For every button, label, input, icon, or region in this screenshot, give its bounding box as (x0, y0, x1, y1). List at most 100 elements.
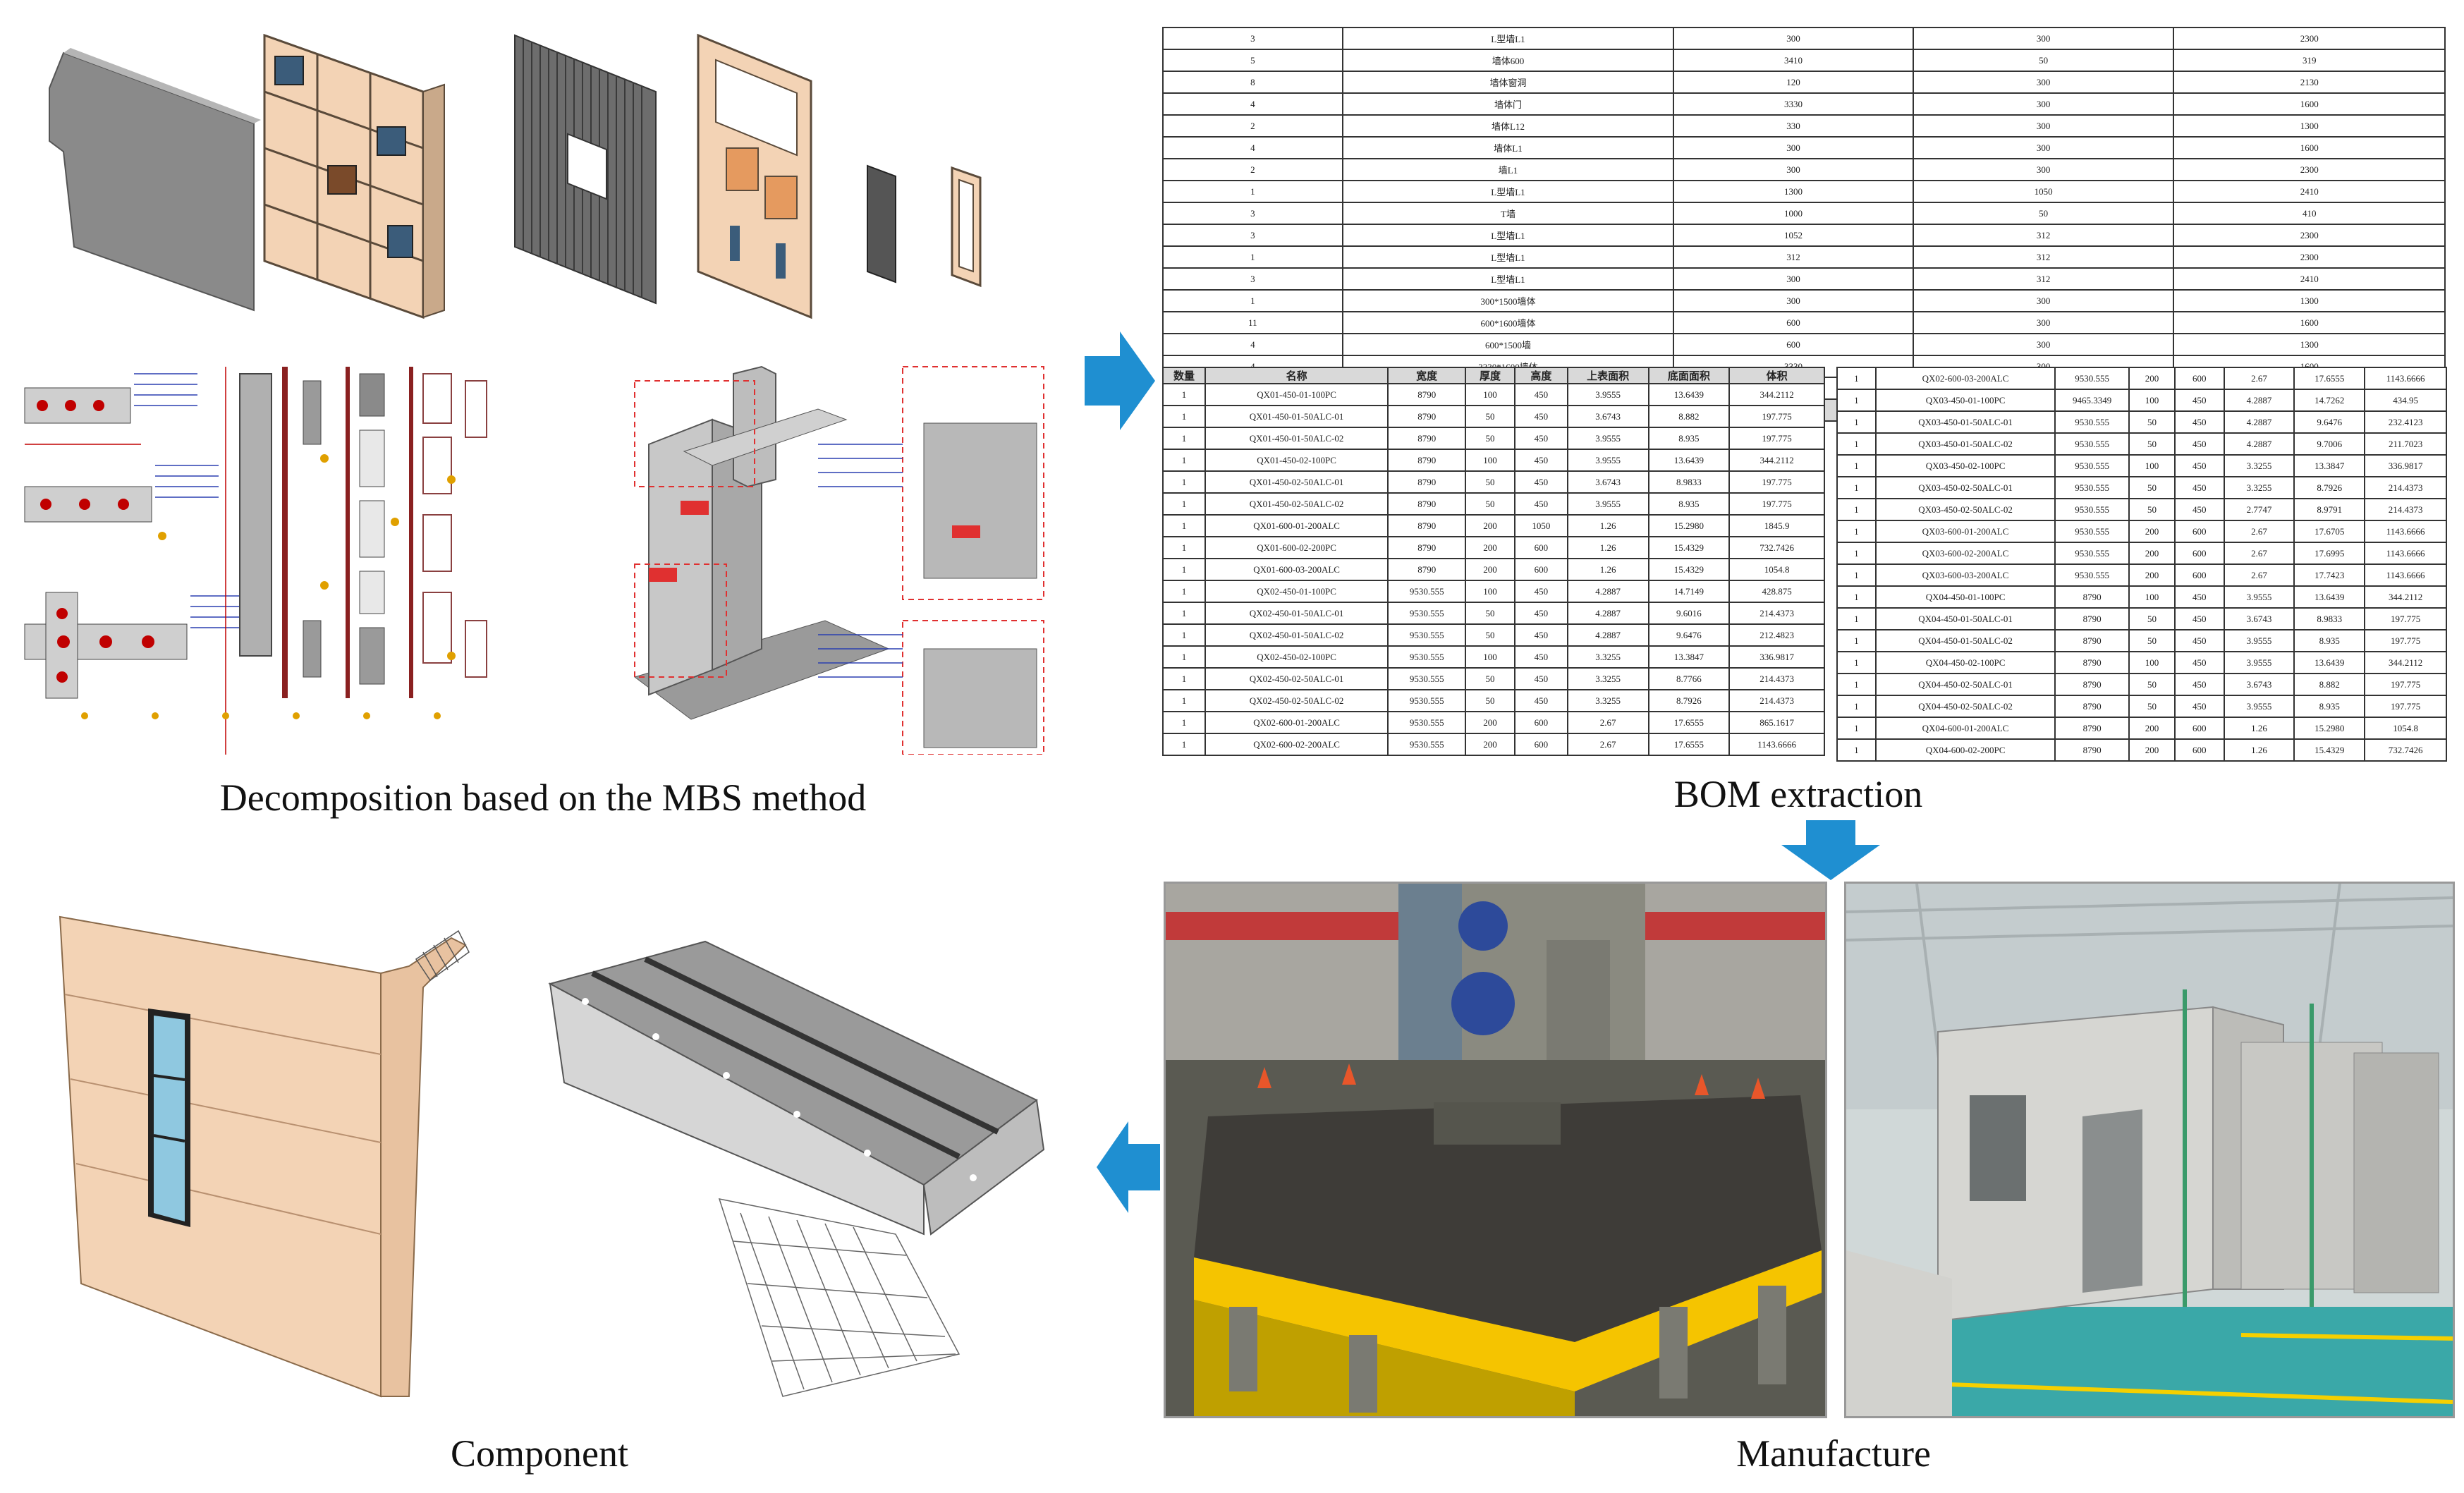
table-header-cell: 上表面积 (1566, 367, 1649, 384)
table-cell: 600 (1513, 536, 1568, 559)
table-cell: 8.882 (1647, 405, 1731, 428)
table-cell: QX02-600-01-200ALC (1204, 711, 1389, 734)
table-cell: 1 (1162, 449, 1206, 472)
table-cell: 300 (1673, 289, 1914, 312)
table-cell: 17.6555 (1647, 711, 1731, 734)
table-header-cell: 名称 (1204, 367, 1389, 384)
table-cell: QX01-450-01-100PC (1204, 383, 1389, 406)
table-cell: 1 (1162, 536, 1206, 559)
table-cell: 732.7426 (2364, 738, 2447, 762)
table-cell: 2300 (2173, 158, 2446, 181)
table-cell: 300 (1912, 311, 2175, 334)
table-cell: 50 (1465, 602, 1515, 625)
table-cell: 3.9555 (2223, 651, 2295, 674)
table-cell: 9530.555 (1387, 623, 1467, 647)
table-cell: 50 (2128, 695, 2176, 718)
table-cell: 13.6439 (1647, 383, 1731, 406)
table-cell: 2 (1162, 158, 1343, 181)
table-cell: 2.67 (1566, 733, 1649, 756)
table-cell: 3.3255 (2223, 454, 2295, 477)
table-cell: 15.2980 (2293, 717, 2366, 740)
table-cell: 50 (1465, 623, 1515, 647)
table-cell: QX01-450-01-50ALC-01 (1204, 405, 1389, 428)
table-cell: 600 (1513, 733, 1568, 756)
table-cell: QX04-600-01-200ALC (1874, 717, 2056, 740)
table-cell: 1143.6666 (2364, 367, 2447, 390)
table-cell: 50 (1912, 202, 2175, 225)
table-cell: QX03-450-02-50ALC-01 (1874, 476, 2056, 499)
table-cell: 8.935 (1647, 492, 1731, 516)
table-cell: QX01-450-01-50ALC-02 (1204, 427, 1389, 450)
table-cell: 300 (1673, 136, 1914, 159)
table-cell: QX03-450-02-100PC (1874, 454, 2056, 477)
table-cell: 1 (1162, 733, 1206, 756)
table-cell: 2300 (2173, 224, 2446, 247)
table-cell: 300 (1912, 289, 2175, 312)
table-cell: 3.6743 (1566, 405, 1649, 428)
table-cell: 600 (1513, 711, 1568, 734)
table-cell: 1000 (1673, 202, 1914, 225)
table-cell: QX02-450-02-100PC (1204, 645, 1389, 669)
table-cell: 214.4373 (1728, 602, 1825, 625)
table-cell: 8790 (1387, 427, 1467, 450)
table-cell: 8 (1162, 71, 1343, 94)
table-cell: L型墙L1 (1341, 180, 1675, 203)
table-cell: 15.2980 (1647, 514, 1731, 537)
table-cell: 1 (1836, 563, 1877, 587)
table-cell: 17.6705 (2293, 520, 2366, 543)
table-cell: 9530.555 (2054, 410, 2130, 434)
table-cell: 50 (1465, 405, 1515, 428)
table-cell: 300 (1673, 27, 1914, 50)
table-cell: 300 (1912, 114, 2175, 138)
table-cell: 600 (2173, 738, 2225, 762)
table-cell: 1 (1836, 695, 1877, 718)
table-cell: 9530.555 (2054, 520, 2130, 543)
3d-joint-detail (633, 365, 1044, 755)
table-cell: 1300 (2173, 114, 2446, 138)
table-cell: 8.9833 (1647, 470, 1731, 494)
caption-bom: BOM extraction (1673, 773, 1923, 815)
table-cell: 1052 (1673, 224, 1914, 247)
table-cell: 2.67 (2223, 520, 2295, 543)
table-cell: 1 (1836, 498, 1877, 521)
table-cell: 450 (2173, 476, 2225, 499)
table-cell: 50 (1465, 427, 1515, 450)
table-cell: 4.2887 (2223, 389, 2295, 412)
table-cell: QX04-450-01-100PC (1874, 585, 2056, 609)
table-cell: 1 (1162, 602, 1206, 625)
table-cell: 200 (1465, 514, 1515, 537)
table-cell: 17.6555 (1647, 733, 1731, 756)
table-cell: 8790 (1387, 558, 1467, 581)
table-cell: 1.26 (1566, 558, 1649, 581)
table-cell: 450 (2173, 651, 2225, 674)
table-cell: 600 (2173, 367, 2225, 390)
table-cell: 214.4373 (2364, 498, 2447, 521)
table-cell: 4.2887 (1566, 623, 1649, 647)
table-cell: 450 (2173, 629, 2225, 652)
arrow-left-icon (1097, 1121, 1160, 1213)
table-cell: 428.875 (1728, 580, 1825, 603)
table-cell: 1 (1162, 383, 1206, 406)
table-cell: 312 (1912, 267, 2175, 291)
table-cell: 1.26 (2223, 717, 2295, 740)
table-cell: 197.775 (1728, 492, 1825, 516)
table-cell: 330 (1673, 114, 1914, 138)
table-cell: 1 (1836, 542, 1877, 565)
table-cell: 450 (2173, 410, 2225, 434)
table-cell: 1143.6666 (1728, 733, 1825, 756)
table-cell: 410 (2173, 202, 2446, 225)
table-header-cell: 体积 (1728, 367, 1825, 384)
table-header-cell: 高度 (1513, 367, 1568, 384)
arrow-right-icon (1085, 331, 1155, 430)
table-cell: 9530.555 (2054, 563, 2130, 587)
table-cell: 344.2112 (1728, 383, 1825, 406)
